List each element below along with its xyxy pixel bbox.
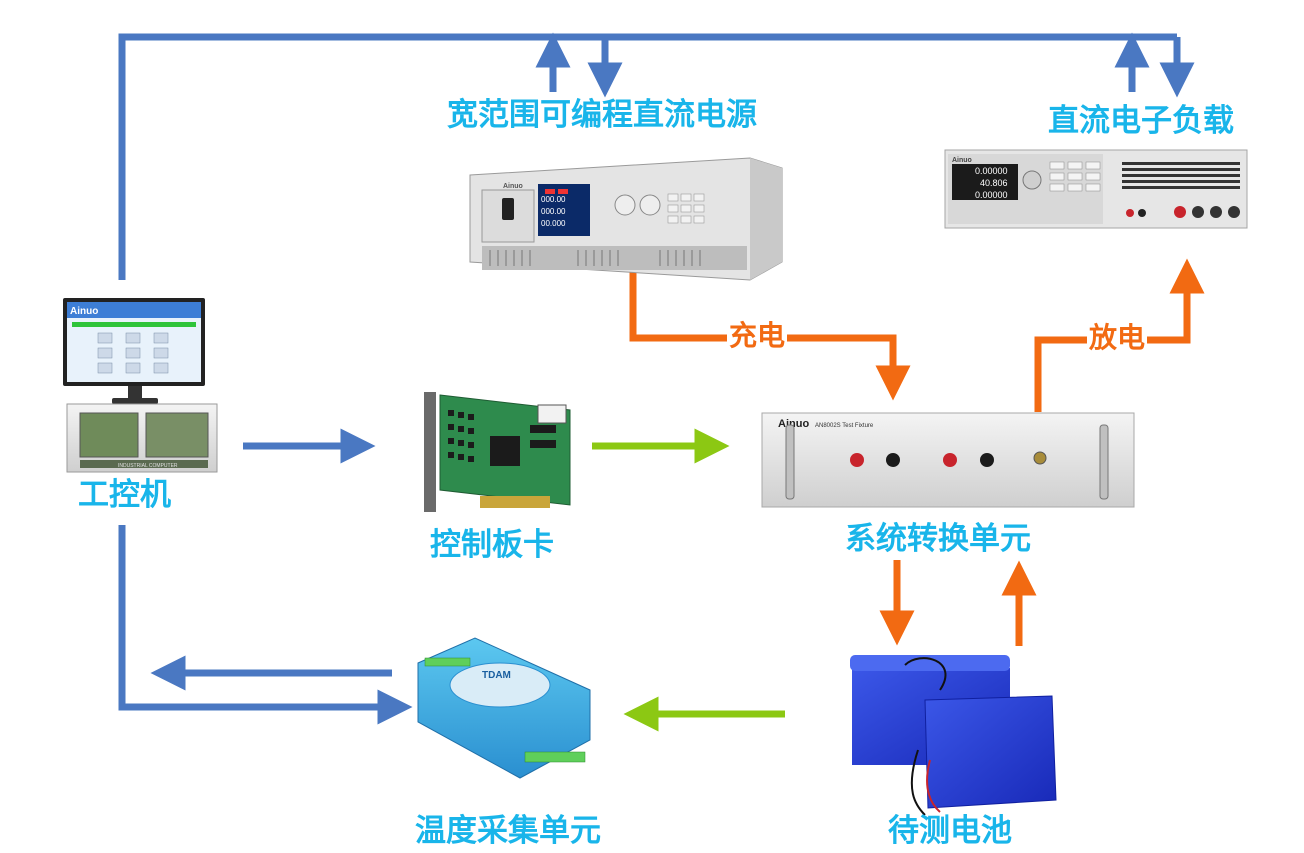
svg-text:AN8002S Test Fixture: AN8002S Test Fixture (815, 423, 874, 429)
label-battery: 待测电池 (888, 813, 1012, 849)
label-load: 直流电子负载 (1048, 103, 1234, 139)
svg-text:Ainuo: Ainuo (503, 183, 523, 190)
svg-text:INDUSTRIAL COMPUTER: INDUSTRIAL COMPUTER (118, 463, 178, 469)
label-ipc: 工控机 (78, 477, 171, 513)
ipc-to-temp-arrow (118, 525, 413, 725)
ipc-device: Ainuo INDUSTRIAL COMPUTER (63, 298, 218, 473)
label-charge: 充电 (727, 319, 788, 352)
switch-unit-device: Ainuo AN8002S Test Fixture (761, 412, 1135, 508)
label-discharge: 放电 (1087, 321, 1148, 354)
control-card-device (424, 392, 571, 512)
svg-text:0.00000: 0.00000 (975, 166, 1008, 176)
label-card: 控制板卡 (430, 527, 554, 563)
svg-text:Ainuo: Ainuo (70, 306, 98, 317)
label-temp: 温度采集单元 (415, 813, 601, 849)
svg-text:000.00: 000.00 (541, 207, 566, 216)
svg-text:000.00: 000.00 (541, 195, 566, 204)
svg-text:Ainuo: Ainuo (952, 157, 972, 164)
svg-text:40.806: 40.806 (980, 178, 1008, 188)
svg-text:0.00000: 0.00000 (975, 190, 1008, 200)
battery-device (850, 655, 1057, 816)
temp-unit-device: TDAM (417, 637, 591, 779)
control-bus (118, 32, 1195, 725)
psu-device: Ainuo 000.00 000.00 00.000 (469, 157, 783, 281)
svg-text:00.000: 00.000 (541, 219, 566, 228)
svg-text:TDAM: TDAM (482, 670, 511, 681)
load-device: Ainuo 0.00000 40.806 0.00000 (944, 149, 1248, 229)
label-switch: 系统转换单元 (845, 521, 1031, 557)
label-psu: 宽范围可编程直流电源 (447, 97, 757, 133)
